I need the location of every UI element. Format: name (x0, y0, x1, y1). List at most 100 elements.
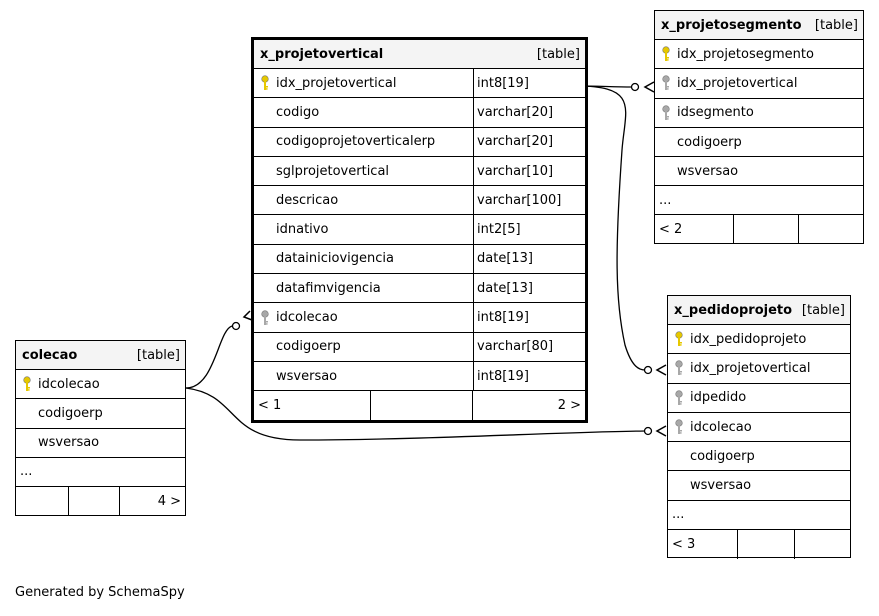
key-slot (655, 40, 677, 68)
link-colecao-pedidoprojeto (185, 387, 646, 441)
table-footer: < 2 (655, 215, 863, 245)
footer-children-count[interactable]: 4 > (157, 493, 181, 509)
link-projetovertical-pedidoprojeto (576, 85, 646, 371)
column-type: varchar[80] (473, 332, 577, 361)
column-name: codigoerp (276, 339, 341, 355)
footer-parents-count[interactable]: < 1 (254, 391, 371, 421)
table-header: x_projetovertical [table] (254, 40, 585, 69)
key-slot (254, 333, 276, 361)
table-x-pedidoprojeto[interactable]: x_pedidoprojeto [table] idx_pedidoprojet… (667, 295, 851, 559)
column-type: varchar[20] (473, 98, 577, 127)
column-name: idcolecao (690, 419, 752, 435)
column-name: idsegmento (677, 105, 754, 121)
crowfoot-mark (643, 81, 655, 93)
key-slot (254, 245, 276, 273)
column-type: varchar[10] (473, 156, 577, 186)
column-row[interactable]: idsegmento (655, 99, 863, 128)
column-row[interactable]: idcolecao int8[19] (254, 303, 585, 333)
foreign-key-icon (675, 419, 683, 435)
column-row[interactable]: idx_projetosegmento (655, 40, 863, 70)
column-name-cell: codigo (254, 98, 473, 126)
column-row[interactable]: idx_projetovertical (655, 69, 863, 99)
table-title: x_projetovertical (260, 46, 384, 62)
column-name: wsversao (690, 478, 752, 494)
table-colecao[interactable]: colecao [table] idcolecao codigoerp wsvers… (15, 340, 186, 516)
footer-parents-count[interactable]: < 3 (668, 529, 738, 559)
column-name-cell: datafimvigencia (254, 274, 473, 302)
column-row[interactable]: wsversao (16, 429, 185, 458)
column-row[interactable]: codigoerp (16, 399, 185, 429)
column-type: date[13] (473, 274, 577, 303)
column-name: idx_projetovertical (690, 360, 811, 376)
table-header: x_projetosegmento [table] (655, 11, 863, 40)
column-name: idx_projetovertical (677, 75, 798, 91)
column-name: codigoerp (38, 405, 103, 421)
key-slot (668, 354, 690, 382)
column-name-cell: wsversao (254, 362, 473, 390)
table-title: colecao (22, 347, 78, 363)
column-name: idx_projetovertical (276, 75, 397, 91)
column-name-cell: codigoerp (16, 399, 103, 427)
column-row[interactable]: codigoerp (655, 128, 863, 158)
column-name-cell: idx_projetovertical (254, 69, 473, 97)
footer-children-count[interactable]: 2 > (557, 398, 581, 414)
column-row[interactable]: idcolecao (668, 413, 850, 443)
column-row[interactable]: idx_pedidoprojeto (668, 325, 850, 355)
column-name-cell: idpedido (668, 384, 746, 412)
primary-key-icon (675, 331, 683, 347)
table-header: colecao [table] (16, 341, 185, 370)
key-slot (655, 128, 677, 156)
column-row[interactable]: codigoerp varchar[80] (254, 332, 585, 362)
link-end-circle (630, 82, 640, 92)
key-slot (668, 325, 690, 353)
column-name: codigoprojetoverticalerp (276, 134, 436, 150)
column-name: idcolecao (276, 310, 338, 326)
key-slot (655, 99, 677, 127)
foreign-key-icon (662, 105, 670, 120)
key-slot (655, 69, 677, 97)
footer-blank (69, 486, 120, 516)
column-row[interactable]: idx_projetovertical int8[19] (254, 69, 585, 99)
column-row[interactable]: idx_projetovertical (668, 354, 850, 384)
column-type: int8[19] (473, 303, 577, 332)
column-name-cell: codigoprojetoverticalerp (254, 128, 473, 156)
key-slot (254, 186, 276, 214)
table-x-projetosegmento[interactable]: x_projetosegmento [table] idx_projetoseg… (654, 10, 864, 245)
footer-blank (16, 486, 69, 516)
column-type: date[13] (473, 244, 577, 274)
crowfoot-mark (242, 310, 253, 321)
column-name-cell: wsversao (655, 157, 738, 185)
column-name: idx_projetosegmento (677, 46, 814, 62)
column-row[interactable]: wsversao (668, 471, 850, 501)
column-row[interactable]: sglprojetovertical varchar[10] (254, 156, 585, 187)
column-row[interactable]: wsversao (655, 157, 863, 187)
column-name: sglprojetovertical (276, 163, 390, 179)
column-row[interactable]: idcolecao (16, 370, 185, 400)
column-type: varchar[100] (473, 186, 577, 215)
column-name: datafimvigencia (276, 280, 381, 296)
table-x-projetovertical[interactable]: x_projetovertical [table] idx_projetover… (251, 37, 588, 423)
foreign-key-icon (675, 360, 683, 376)
column-name: codigoerp (677, 134, 742, 150)
key-slot (655, 157, 677, 185)
column-type: int8[19] (473, 361, 577, 391)
table-tag: [table] (536, 46, 580, 62)
footer-parents-count[interactable]: < 2 (655, 215, 734, 245)
column-row[interactable]: datafimvigencia date[13] (254, 274, 585, 304)
column-row[interactable]: idpedido (668, 384, 850, 413)
table-tag: [table] (136, 347, 180, 363)
column-type: int8[19] (473, 69, 577, 98)
key-slot (668, 471, 690, 499)
column-name-cell: idx_projetovertical (668, 354, 810, 382)
column-row[interactable]: codigoerp (668, 442, 850, 472)
key-slot (254, 215, 276, 243)
column-name-cell: codigoerp (668, 442, 755, 470)
column-name-cell: idx_projetosegmento (655, 40, 814, 68)
column-name-cell: idcolecao (254, 303, 473, 331)
